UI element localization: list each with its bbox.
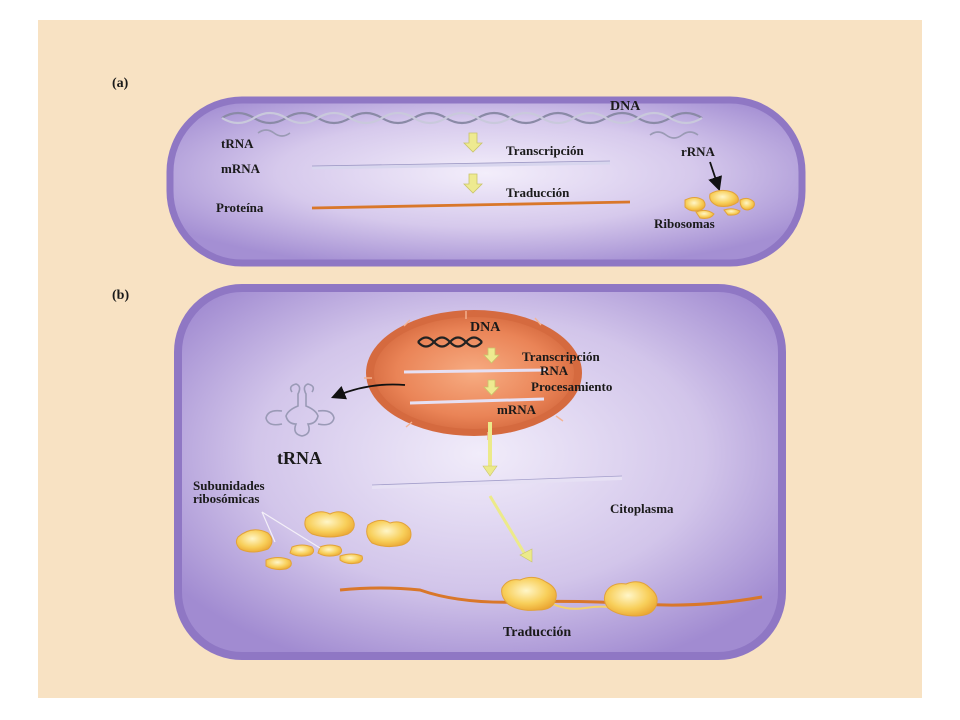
rna-strand-b <box>403 368 549 374</box>
proteina-label-a: Proteína <box>216 200 264 215</box>
yellow-arrow-icon <box>482 422 533 563</box>
mrna-label-b: mRNA <box>497 402 537 417</box>
translating-ribosomes <box>501 576 658 617</box>
yellow-arrow-icon <box>463 132 483 194</box>
dna-label-a: DNA <box>610 99 641 114</box>
rrna-strand-a <box>649 131 699 139</box>
traduccion-label-b: Traducción <box>503 625 571 640</box>
dna-label-b: DNA <box>470 320 501 335</box>
dna-helix-a <box>221 111 703 125</box>
mrna-label-a: mRNA <box>221 161 261 176</box>
rrna-arrow-icon <box>708 161 722 192</box>
eukaryotic-cell <box>174 284 786 660</box>
trna-label-a: tRNA <box>221 136 254 151</box>
trna-export-arrow-icon <box>331 383 406 400</box>
mrna-strand-cytoplasm-edge <box>371 475 623 486</box>
ribosomas-label-a: Ribosomas <box>654 216 715 231</box>
mrna-strand-a-edge <box>311 160 611 167</box>
trna-strand-a <box>257 129 291 137</box>
transcripcion-label-a: Transcripción <box>506 143 585 158</box>
mrna-strand-cytoplasm <box>371 476 623 489</box>
trna-molecule <box>265 383 335 437</box>
ribosomicas-label: ribosómicas <box>193 491 259 506</box>
prokaryotic-cell <box>166 96 806 267</box>
dna-helix-b <box>417 336 483 348</box>
mrna-strand-nucleus <box>409 397 545 405</box>
transcripcion-label-b: Transcripción <box>522 349 601 364</box>
rrna-label-a: rRNA <box>681 144 716 159</box>
procesamiento-label-b: Procesamiento <box>531 379 612 394</box>
yellow-arrow-icon <box>483 347 500 396</box>
citoplasma-label: Citoplasma <box>610 501 674 516</box>
subunit-pointer-lines <box>261 511 321 549</box>
panel-b-label: (b) <box>112 288 129 303</box>
trna-label-b: tRNA <box>277 448 322 468</box>
ribosomes-a <box>684 189 755 219</box>
traduccion-label-a: Traducción <box>506 185 570 200</box>
protein-strand-a <box>311 200 631 210</box>
mrna-strand-a <box>311 161 611 170</box>
subunidades-label: Subunidades <box>193 478 265 493</box>
rna-label-b: RNA <box>540 363 569 378</box>
panel-a-label: (a) <box>112 76 129 91</box>
ribosomal-subunits <box>235 511 412 571</box>
